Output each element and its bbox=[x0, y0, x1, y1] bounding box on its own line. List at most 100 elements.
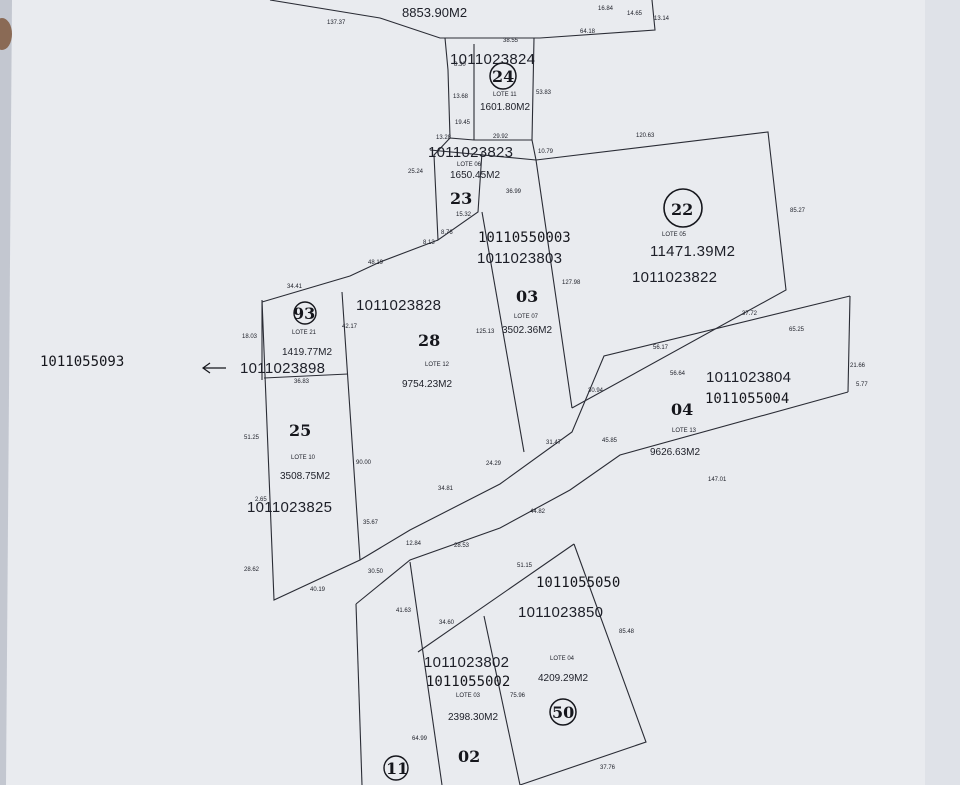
lote-label-02: LOTE 03 bbox=[456, 693, 481, 699]
dimension-label: 13.28 bbox=[436, 135, 452, 141]
dimension-label: 35.67 bbox=[363, 520, 379, 526]
arrow-reference-id: 1011055093 bbox=[40, 354, 124, 370]
marker-11: 11 bbox=[386, 759, 408, 778]
marker-22: 22 bbox=[671, 200, 693, 219]
area-03: 3502.36M2 bbox=[502, 325, 552, 336]
dimension-label: 34.60 bbox=[439, 620, 455, 626]
parcel-id-02: 1011023802 bbox=[424, 654, 509, 671]
boundary-top-parcel bbox=[269, 0, 656, 39]
dimension-label: 13.14 bbox=[654, 16, 670, 22]
boundary-parcel-25 bbox=[261, 291, 361, 601]
dimension-label: 65.25 bbox=[789, 327, 805, 333]
dimension-label: 51.15 bbox=[517, 563, 533, 569]
lote-label-23: LOTE 06 bbox=[457, 162, 482, 168]
dimension-label: 37.76 bbox=[600, 765, 616, 771]
dimension-label: 45.85 bbox=[602, 438, 618, 444]
dimension-label: 75.96 bbox=[510, 693, 526, 699]
dimension-label: 12.84 bbox=[406, 541, 422, 547]
area-22: 11471.39M2 bbox=[650, 243, 735, 260]
marker-02: 02 bbox=[458, 747, 480, 766]
dimension-label: 36.83 bbox=[294, 379, 310, 385]
old-id-04: 1011055004 bbox=[705, 391, 789, 407]
dimension-label: 90.00 bbox=[356, 460, 372, 466]
lote-label-28: LOTE 12 bbox=[425, 362, 450, 368]
boundary-parcel-24 bbox=[444, 37, 535, 141]
area-50: 4209.29M2 bbox=[538, 673, 588, 684]
boundary-parcel-22 bbox=[535, 131, 787, 409]
parcel-id-25: 1011023825 bbox=[247, 499, 332, 516]
dimension-label: 34.81 bbox=[438, 486, 454, 492]
dimension-label: 30.50 bbox=[368, 569, 384, 575]
parcel-id-28: 1011023828 bbox=[356, 297, 441, 314]
dimension-label: 2.65 bbox=[255, 497, 267, 503]
dimension-label: 56.64 bbox=[670, 371, 686, 377]
lote-label-22: LOTE 05 bbox=[662, 232, 687, 238]
dimension-label: 14.65 bbox=[627, 11, 643, 17]
dimension-label: 5.77 bbox=[856, 382, 868, 388]
lote-label-50: LOTE 04 bbox=[550, 656, 575, 662]
dimension-label: 21.66 bbox=[850, 363, 866, 369]
old-id-50: 1011055050 bbox=[536, 575, 620, 591]
dimension-label: 13.68 bbox=[453, 94, 469, 100]
area-23: 1650.45M2 bbox=[450, 170, 500, 181]
lote-label-24: LOTE 11 bbox=[493, 92, 517, 98]
paper-edge-shadow bbox=[925, 0, 960, 785]
dimension-label: 30.94 bbox=[588, 388, 604, 394]
marker-03: 03 bbox=[516, 287, 538, 306]
dimension-label: 24.29 bbox=[486, 461, 502, 467]
dimension-label: 19.45 bbox=[455, 120, 471, 126]
dimension-label: 125.13 bbox=[476, 329, 495, 335]
marker-23: 23 bbox=[450, 189, 472, 208]
area-24: 1601.80M2 bbox=[480, 102, 530, 113]
boundary-parcel-03-left bbox=[481, 211, 525, 453]
old-id-02: 1011055002 bbox=[426, 674, 510, 690]
dimension-label: 29.92 bbox=[493, 134, 509, 140]
dimension-label: 64.99 bbox=[412, 736, 428, 742]
dimension-label: 64.18 bbox=[580, 29, 596, 35]
parcel-id-24: 1011023824 bbox=[450, 51, 535, 68]
marker-24: 24 bbox=[492, 67, 514, 86]
area-top-parcel: 8853.90M2 bbox=[402, 5, 467, 20]
lote-label-93: LOTE 21 bbox=[292, 330, 317, 336]
lote-label-04: LOTE 13 bbox=[672, 428, 697, 434]
circle-marker-50 bbox=[549, 698, 577, 726]
dimension-label: 25.24 bbox=[408, 169, 424, 175]
area-93: 1419.77M2 bbox=[282, 347, 332, 358]
dimension-label: 42.17 bbox=[342, 324, 358, 330]
dimension-label: 8.13 bbox=[423, 240, 435, 246]
dimension-label: 34.41 bbox=[287, 284, 303, 290]
parcel-id-04: 1011023804 bbox=[706, 369, 791, 386]
circle-marker-11 bbox=[383, 755, 409, 781]
marker-04: 04 bbox=[671, 400, 693, 419]
dimension-label: 36.99 bbox=[506, 189, 522, 195]
dimension-label: 147.01 bbox=[708, 477, 727, 483]
dimension-label: 127.98 bbox=[562, 280, 581, 286]
dimension-label: 38.55 bbox=[503, 38, 519, 44]
arrow-left-icon bbox=[201, 362, 226, 374]
dimension-label: 137.37 bbox=[327, 20, 346, 26]
dimension-label: 8.76 bbox=[441, 230, 453, 236]
parcel-id-22: 1011023822 bbox=[632, 269, 717, 286]
dimension-label: 28.53 bbox=[454, 543, 470, 549]
parcel-id-50: 1011023850 bbox=[518, 604, 603, 621]
dimension-label: 120.63 bbox=[636, 133, 655, 139]
dimension-label: 40.19 bbox=[310, 587, 326, 593]
lote-label-03: LOTE 07 bbox=[514, 314, 539, 320]
boundary-curve bbox=[261, 239, 439, 380]
boundary-parcel-11 bbox=[355, 603, 363, 785]
area-04: 9626.63M2 bbox=[650, 447, 700, 458]
dimension-label: 10.79 bbox=[538, 149, 554, 155]
area-25: 3508.75M2 bbox=[280, 471, 330, 482]
area-02: 2398.30M2 bbox=[448, 712, 498, 723]
boundary-road-lower bbox=[355, 391, 849, 605]
dimension-label: 31.47 bbox=[546, 440, 562, 446]
circle-marker-93 bbox=[293, 301, 317, 325]
lote-label-25: LOTE 10 bbox=[291, 455, 316, 461]
dimension-label: 28.62 bbox=[244, 567, 260, 573]
parcel-id-03: 1011023803 bbox=[477, 250, 562, 267]
paper-sheet bbox=[6, 0, 960, 785]
parcel-boundaries bbox=[261, 0, 851, 785]
dimension-label: 44.82 bbox=[530, 509, 546, 515]
